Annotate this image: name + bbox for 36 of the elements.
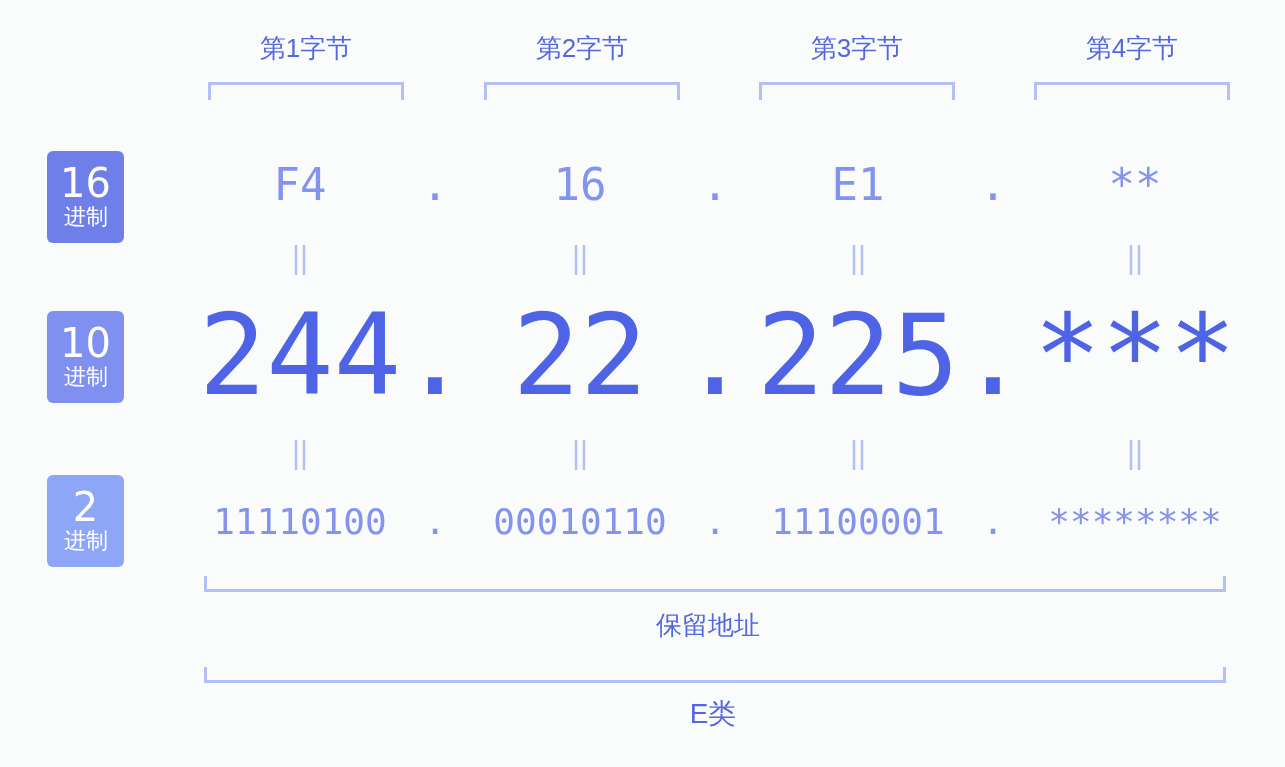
octet-value: 225 xyxy=(756,299,960,411)
range-label: E类 xyxy=(689,700,737,728)
octet-value: 11110100 xyxy=(213,504,387,540)
dot-separator: . xyxy=(959,299,1027,411)
dot-separator: . xyxy=(424,504,446,540)
byte-heading: 第1字节 xyxy=(259,35,353,61)
dot-separator: . xyxy=(401,299,469,411)
byte-heading: 第3字节 xyxy=(810,35,904,61)
octet-value: 244 xyxy=(198,299,402,411)
octet-value: 00010110 xyxy=(493,504,667,540)
base-label: 进制 xyxy=(63,203,108,231)
dot-separator: . xyxy=(701,163,729,207)
number-base-badge xyxy=(47,475,124,567)
base-number: 10 xyxy=(60,323,111,364)
base-label: 进制 xyxy=(63,527,108,555)
byte-heading: 第2字节 xyxy=(535,35,629,61)
byte-heading: 第4字节 xyxy=(1085,35,1179,61)
octet-value: ******** xyxy=(1048,504,1222,540)
dot-separator: . xyxy=(982,504,1004,540)
octet-value: *** xyxy=(1033,299,1237,411)
octet-value: E1 xyxy=(831,163,885,207)
dot-separator: . xyxy=(681,299,749,411)
octet-value: 11100001 xyxy=(771,504,945,540)
dot-separator: . xyxy=(704,504,726,540)
range-label: 保留地址 xyxy=(656,612,760,638)
dot-separator: . xyxy=(979,163,1007,207)
number-base-badge xyxy=(47,151,124,243)
octet-value: 22 xyxy=(512,299,648,411)
number-base-badge xyxy=(47,311,124,403)
base-number: 2 xyxy=(72,487,99,528)
octet-value: 16 xyxy=(553,163,607,207)
base-number: 16 xyxy=(60,163,111,204)
dot-separator: . xyxy=(421,163,449,207)
base-label: 进制 xyxy=(63,363,108,391)
octet-value: ** xyxy=(1108,163,1162,207)
octet-value: F4 xyxy=(273,163,327,207)
